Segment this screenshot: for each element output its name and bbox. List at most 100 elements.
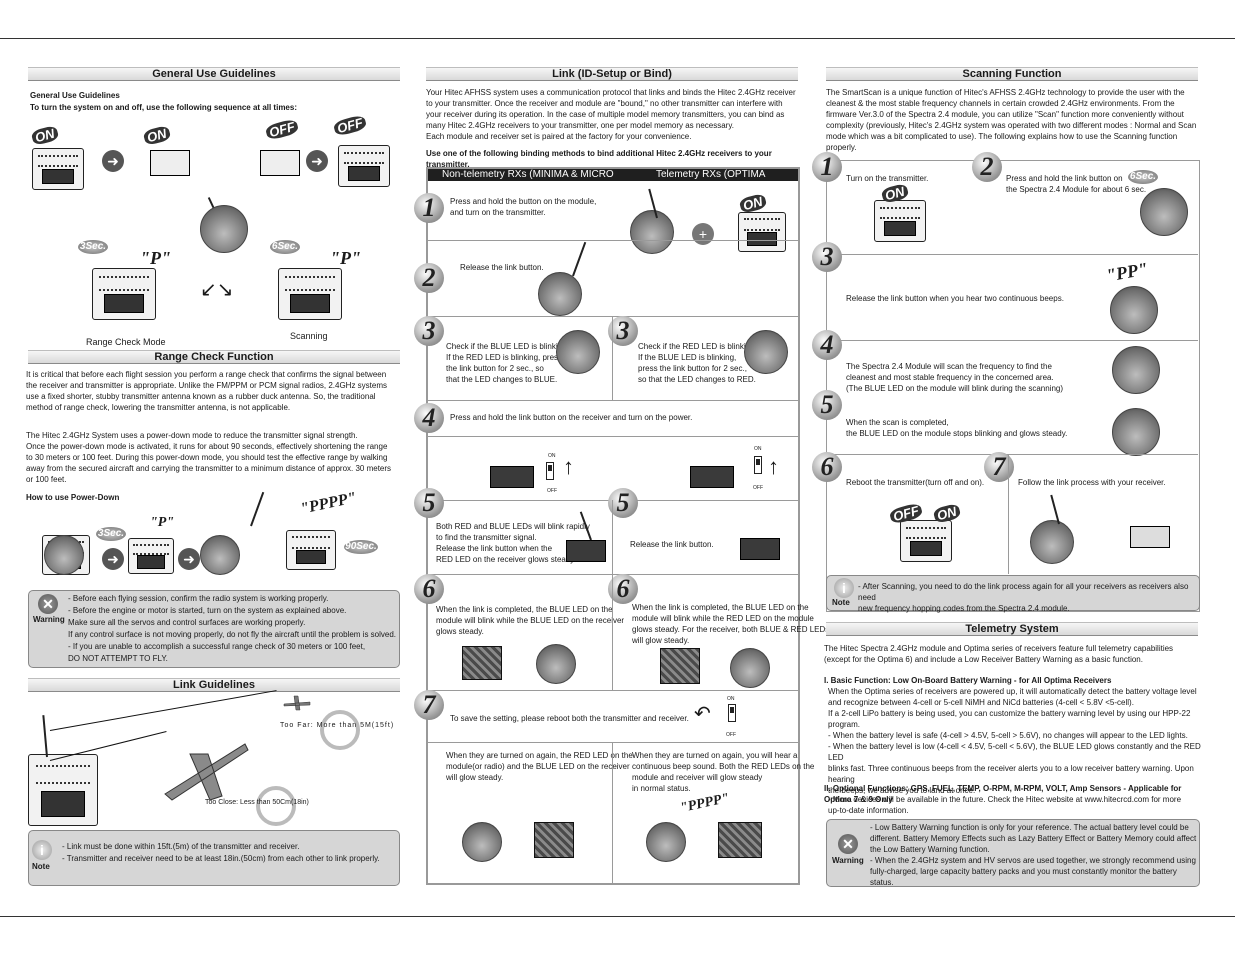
on-label: ON xyxy=(30,124,60,147)
distance-arrow-far xyxy=(49,690,277,731)
step-number: 5 xyxy=(812,390,842,420)
step-number: 3 xyxy=(608,316,638,346)
column-divider xyxy=(612,742,613,884)
led-photo xyxy=(534,822,574,858)
switch-off-label: OFF xyxy=(726,732,736,738)
receiver-illustration xyxy=(566,540,606,562)
step-number: 1 xyxy=(414,193,444,223)
ninety-sec-badge: 90Sec. xyxy=(344,540,378,554)
link-note-text: - Link must be done within 15ft.(5m) of … xyxy=(62,842,380,863)
too-close-label: Too Close: Less than 50Cm(18in) xyxy=(205,799,309,806)
module-closeup xyxy=(1030,520,1074,564)
warning-icon: ✕ xyxy=(838,834,858,854)
column-divider xyxy=(1008,454,1009,574)
scan-step1-text: Turn on the transmitter. xyxy=(846,174,929,183)
scanning-heading: Scanning Function xyxy=(826,67,1198,81)
link-step6a-text: When the link is completed, the BLUE LED… xyxy=(436,605,625,636)
tab-telemetry[interactable]: Telemetry RXs (OPTIMA Series) xyxy=(618,169,798,192)
module-closeup xyxy=(1140,188,1188,236)
next-arrow-icon: ➜ xyxy=(102,150,124,172)
tab-non-telemetry[interactable]: Non-telemetry RXs (MINIMA & MICRO Series… xyxy=(428,169,618,192)
link-guidelines-heading: Link Guidelines xyxy=(28,678,400,692)
transmitter-illustration xyxy=(278,268,342,320)
power-switch-icon xyxy=(754,456,762,474)
step-divider xyxy=(428,240,638,241)
scanning-intro: The SmartScan is a unique function of Hi… xyxy=(826,88,1197,152)
reboot-arrow-icon: ↶ xyxy=(694,703,711,725)
note-label: Note xyxy=(32,862,50,871)
led-closeup xyxy=(730,648,770,688)
link-step7-text: To save the setting, please reboot both … xyxy=(450,714,689,723)
receiver-illustration xyxy=(260,150,300,176)
six-sec-badge: 6Sec. xyxy=(270,240,300,254)
range-check-heading: Range Check Function xyxy=(28,350,400,364)
no-sign-icon xyxy=(256,786,296,826)
led-closeup xyxy=(536,644,576,684)
antenna-icon xyxy=(42,715,48,758)
scan-step7-text: Follow the link process with your receiv… xyxy=(1018,478,1166,487)
step-number: 6 xyxy=(414,574,444,604)
link-step1-text: Press and hold the button on the module,… xyxy=(450,197,597,217)
warning-label: Warning xyxy=(832,856,864,865)
scan-step5-text: When the scan is completed, the BLUE LED… xyxy=(846,418,1068,438)
step-number: 6 xyxy=(812,452,842,482)
airplane-icon xyxy=(164,743,249,801)
telemetry-basic-body: When the Optima series of receivers are … xyxy=(828,687,1201,795)
step-divider xyxy=(428,316,798,317)
column-divider xyxy=(612,574,613,690)
range-check-mode-label: Range Check Mode xyxy=(86,337,166,347)
switch-on-label: ON xyxy=(548,453,556,459)
led-photo xyxy=(660,648,700,684)
range-warning-box xyxy=(28,590,400,668)
switch-on-label: ON xyxy=(727,696,735,702)
top-rule xyxy=(0,38,1235,39)
off-label: OFF xyxy=(264,118,300,141)
transmitter-illustration xyxy=(738,212,786,252)
power-switch-icon xyxy=(728,704,736,722)
too-far-label: Too Far: More than 5M(15ft) xyxy=(280,722,395,729)
next-arrow-icon: ➜ xyxy=(178,548,200,570)
transmitter-illustration xyxy=(92,268,156,320)
range-check-paragraph-1: It is critical that before each flight s… xyxy=(26,370,388,412)
telemetry-intro: The Hitec Spectra 2.4GHz module and Opti… xyxy=(824,644,1174,664)
scan-step3-text: Release the link button when you hear tw… xyxy=(846,294,1064,303)
column-divider xyxy=(612,500,613,574)
step-number: 3 xyxy=(812,242,842,272)
link-step5a-text: Both RED and BLUE LEDs will blink rapidl… xyxy=(436,522,590,564)
step-number: 5 xyxy=(608,488,638,518)
beep-label: "P" xyxy=(330,248,361,268)
scanning-label: Scanning xyxy=(290,331,328,341)
led-closeup xyxy=(646,822,686,862)
step-number: 7 xyxy=(984,452,1014,482)
led-photo xyxy=(462,646,502,680)
receiver-illustration xyxy=(150,150,190,176)
six-sec-badge: 6Sec. xyxy=(1128,170,1158,184)
step-divider xyxy=(428,574,798,575)
switch-off-label: OFF xyxy=(547,488,557,494)
led-closeup xyxy=(462,822,502,862)
switch-on-label: ON xyxy=(754,446,762,452)
transmitter-illustration xyxy=(338,145,390,187)
switch-off-label: OFF xyxy=(753,485,763,491)
led-closeup xyxy=(556,330,600,374)
telemetry-warning-box xyxy=(826,819,1200,887)
up-arrow-icon: ↑ xyxy=(563,454,574,479)
general-sub2: To turn the system on and off, use the f… xyxy=(30,103,297,112)
scan-note-text: - After Scanning, you need to do the lin… xyxy=(858,582,1189,613)
link-button-closeup xyxy=(200,205,248,253)
step-divider xyxy=(428,400,798,401)
module-closeup xyxy=(1110,286,1158,334)
scan-step4-text: The Spectra 2.4 Module will scan the fre… xyxy=(846,362,1064,393)
led-closeup xyxy=(744,330,788,374)
warning-icon: ✕ xyxy=(38,594,58,614)
three-sec-badge: 3Sec. xyxy=(78,240,108,254)
next-arrow-icon: ➜ xyxy=(102,548,124,570)
up-arrow-icon: ↑ xyxy=(768,454,779,479)
off-label: OFF xyxy=(332,114,368,137)
link-step3b-text: Check if the RED LED is blinking. If the… xyxy=(638,342,757,384)
transmitter-illustration xyxy=(32,148,84,190)
no-sign-icon xyxy=(320,710,360,750)
step-divider xyxy=(828,254,1198,255)
scan-step6-text: Reboot the transmitter(turn off and on). xyxy=(846,478,985,487)
beep-label: "P" xyxy=(140,248,171,268)
